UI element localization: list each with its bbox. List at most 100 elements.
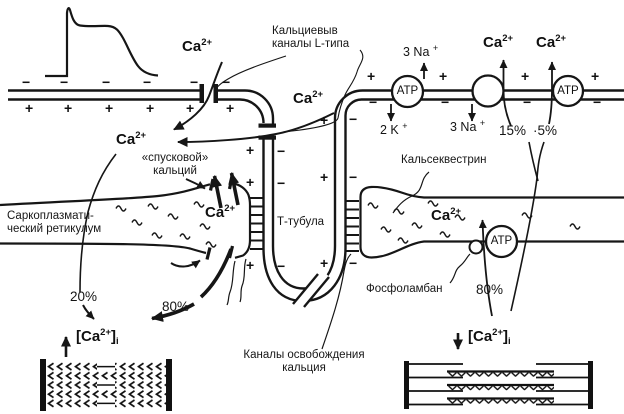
ncx-ca-out-arrow [499, 59, 512, 127]
ca-atpase-sarcolemma-circle [551, 74, 585, 108]
arrow-80pct-left [151, 302, 195, 322]
ca-entry-arrows [173, 61, 335, 190]
ca-ion-label-sr-left: Ca2+ [205, 203, 236, 221]
minus-sign: − [190, 74, 199, 90]
leader-release-left-2 [239, 258, 247, 303]
plus-sign: + [226, 100, 235, 116]
ca-i-up-label: [Ca2+]i [76, 327, 119, 347]
ttubule-break-cover [293, 269, 329, 310]
plus-sign: + [25, 100, 34, 116]
minus-sign: − [441, 94, 450, 110]
l-channel-gate-right [213, 84, 218, 103]
ca-ion-label-ncx: Ca2+ [483, 33, 514, 51]
pct-20-label: 20% [70, 289, 98, 304]
serca-atpase-circle [484, 224, 519, 259]
minus-sign: − [60, 74, 69, 90]
trigger-calcium-label: «спусковой» кальций [141, 152, 209, 177]
serca-uptake-arrow [478, 219, 493, 317]
ttubule-break-slash-2 [303, 276, 330, 308]
k-in-label: 2 K + [380, 121, 408, 137]
pct-15-label: 15% [499, 123, 527, 138]
release-curve-down [199, 248, 233, 299]
junction-feet-left [250, 197, 264, 250]
release-channels-label: Каналы освобождения кальция [243, 349, 365, 374]
minus-sign: − [593, 94, 602, 110]
minus-sign: − [277, 175, 286, 191]
ca-atpase-sarcolemma-label: АТР [557, 84, 579, 97]
plus-sign: + [320, 169, 329, 185]
plus-sign: + [105, 100, 114, 116]
pct-5-label: ·5% [533, 123, 558, 138]
release-arrows [151, 172, 240, 322]
sarcolemma-membrane [8, 84, 275, 124]
release-arrow-up-2 [228, 172, 240, 206]
pump-circles [390, 74, 585, 259]
leader-phospholamban [449, 253, 471, 284]
minus-sign: − [277, 258, 286, 274]
phospholamban-label: Фосфоламбан [366, 283, 443, 295]
calsequestrin-label: Кальсеквестрин [401, 154, 487, 166]
leader-l-channel-2 [282, 49, 364, 133]
minus-sign: − [277, 143, 286, 159]
release-gate-bottom-1 [205, 247, 212, 260]
ca-concentration-arrows [61, 333, 463, 357]
minus-sign: − [369, 94, 378, 110]
trigger-label-arrow [185, 178, 206, 190]
junction-feet-right [345, 200, 359, 252]
ca-ion-label-pmca: Ca2+ [536, 33, 567, 51]
t-tubule-label: Т-тубула [277, 216, 325, 228]
minus-sign: − [349, 111, 358, 127]
ca-i-down-label: [Ca2+]i [468, 327, 511, 347]
plus-sign: + [367, 68, 376, 84]
release-gate-top-1 [208, 178, 215, 191]
arrow-20pct [82, 304, 95, 320]
l-type-channels-label: Кальциевыв каналы L-типа [272, 25, 350, 50]
na-ca-exchanger-circle [471, 74, 505, 108]
leader-release-right [321, 253, 352, 350]
pct-80-right-label: 80% [476, 282, 504, 297]
plus-sign: + [246, 142, 255, 158]
minus-sign: − [349, 169, 358, 185]
sr-right [359, 185, 624, 259]
minus-sign: − [222, 74, 231, 90]
ttubule-break-slash-1 [292, 273, 319, 305]
ca-entry-arrow-ttubule [177, 112, 335, 147]
ca-ion-label-sr-right: Ca2+ [431, 206, 462, 224]
release-arrow-up-1 [211, 175, 223, 209]
curve-5pct-sweep [510, 141, 545, 312]
sarcomere-relaxed [404, 361, 593, 409]
plus-sign: + [521, 68, 530, 84]
action-potential-trace [45, 7, 159, 78]
plus-sign: + [246, 174, 255, 190]
pmca-ca-out-arrow [548, 61, 556, 125]
ca-ion-label-trigger: Ca2+ [116, 130, 147, 148]
plus-sign: + [186, 100, 195, 116]
ca-ion-label-ttubule: Ca2+ [293, 89, 324, 107]
leader-release-left-1 [226, 260, 236, 306]
sarcomere-contracted [40, 359, 172, 411]
minus-sign: − [349, 255, 358, 271]
plus-sign: + [64, 100, 73, 116]
na-in-label: 3 Na + [450, 118, 486, 134]
plus-sign: + [439, 68, 448, 84]
na-out-label: 3 Na + [403, 43, 439, 59]
plus-sign: + [591, 68, 600, 84]
phospholamban-circle [468, 239, 484, 255]
t-tubule-membrane [258, 89, 624, 310]
minus-sign: − [523, 94, 532, 110]
ttubule-channel-gate-top [258, 123, 276, 128]
leader-l-channel-1 [216, 55, 287, 88]
l-channel-gate-left [199, 84, 204, 103]
ca-entry-arrow-surface [173, 61, 223, 131]
pct-80-left-label: 80% [162, 299, 190, 314]
minus-sign: − [102, 74, 111, 90]
na-k-atpase-circle [390, 74, 425, 109]
minus-sign: − [143, 74, 152, 90]
minus-sign: − [22, 74, 31, 90]
plus-sign: + [320, 112, 329, 128]
sarcoplasmic-reticulum-label: Саркоплазмати- ческий ретикулум [7, 210, 102, 235]
ca-ion-label-surface: Ca2+ [182, 37, 213, 55]
na-k-atpase-label: АТР [396, 85, 419, 97]
